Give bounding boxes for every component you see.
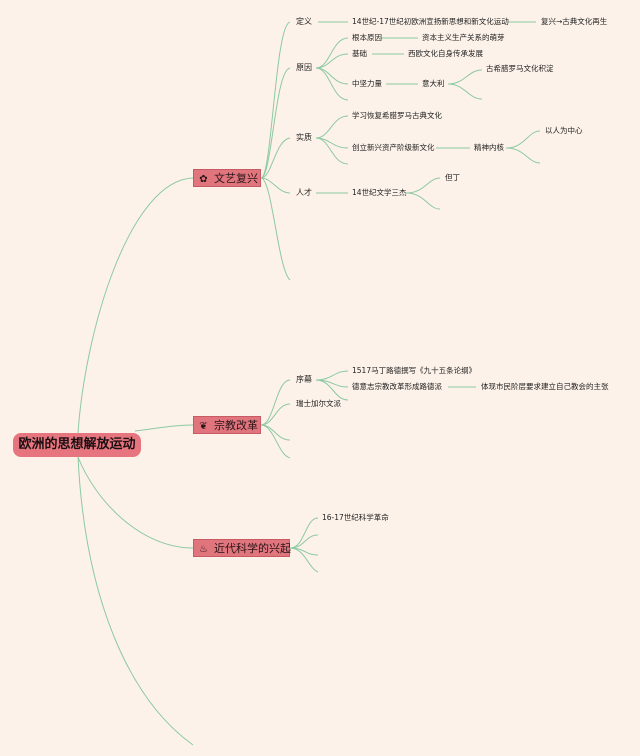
- node-figures[interactable]: 人才: [296, 188, 312, 197]
- branch-label: 宗教改革: [214, 419, 258, 432]
- node-definition-note[interactable]: 复兴→古典文化再生: [541, 17, 608, 26]
- branch-reformation[interactable]: ❦ 宗教改革: [193, 416, 261, 434]
- branch-label: 近代科学的兴起: [214, 542, 291, 555]
- node-basis[interactable]: 基础: [352, 49, 367, 58]
- node-basis-text[interactable]: 西欧文化自身传承发展: [408, 49, 483, 58]
- root-topic[interactable]: 欧洲的思想解放运动: [13, 433, 141, 457]
- node-cause[interactable]: 原因: [296, 63, 312, 72]
- node-definition-text[interactable]: 14世纪-17世纪初欧洲宣扬新思想和新文化运动: [352, 17, 509, 26]
- node-backbone-text[interactable]: 意大利: [422, 79, 445, 88]
- node-dante[interactable]: 但丁: [445, 173, 460, 182]
- leaf-icon: ❦: [199, 421, 208, 432]
- node-prelude[interactable]: 序幕: [296, 375, 312, 384]
- flower-icon: ✿: [199, 174, 208, 185]
- node-backbone[interactable]: 中坚力量: [352, 79, 382, 88]
- node-three-masters[interactable]: 14世纪文学三杰: [352, 188, 407, 197]
- node-essence-item2[interactable]: 创立新兴资产阶级新文化: [352, 143, 435, 152]
- node-root-cause[interactable]: 根本原因: [352, 33, 382, 42]
- node-essence[interactable]: 实质: [296, 133, 312, 142]
- flame-icon: ♨: [199, 544, 208, 555]
- node-root-cause-text[interactable]: 资本主义生产关系的萌芽: [422, 33, 505, 42]
- branch-label: 文艺复兴: [214, 172, 258, 185]
- branch-science[interactable]: ♨ 近代科学的兴起: [193, 539, 291, 557]
- node-lutheran-note[interactable]: 体现市民阶层要求建立自己教会的主张: [481, 382, 609, 391]
- node-definition[interactable]: 定义: [296, 17, 312, 26]
- node-calvinism[interactable]: 瑞士加尔文派: [296, 399, 341, 408]
- node-science-revolution[interactable]: 16-17世纪科学革命: [322, 513, 389, 522]
- node-human-centered[interactable]: 以人为中心: [545, 126, 583, 135]
- node-essence-item1[interactable]: 学习恢复希腊罗马古典文化: [352, 111, 442, 120]
- node-backbone-detail[interactable]: 古希腊罗马文化积淀: [486, 64, 554, 73]
- node-luther-theses[interactable]: 1517马丁路德撰写《九十五条论纲》: [352, 366, 477, 375]
- node-spirit-core[interactable]: 精神内核: [474, 143, 504, 152]
- node-lutheran[interactable]: 德意志宗教改革形成路德派: [352, 382, 442, 391]
- branch-renaissance[interactable]: ✿ 文艺复兴: [193, 169, 261, 187]
